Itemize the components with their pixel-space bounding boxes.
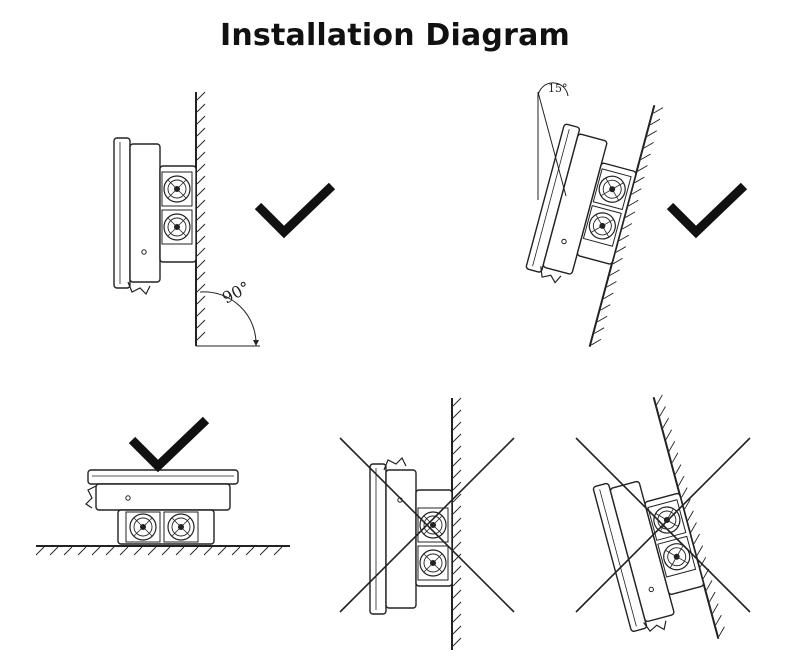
- angle-label-90: 90°: [219, 277, 253, 307]
- floor-hatching: [35, 546, 283, 556]
- device: [523, 122, 645, 297]
- panel-tilted-wall-incorrect: [575, 394, 751, 639]
- wall-hatching: [656, 394, 725, 637]
- wall-hatching: [452, 397, 462, 647]
- check-mark: [132, 420, 206, 466]
- panel-vertical-wall-incorrect: [339, 397, 515, 650]
- wall-hatching: [590, 107, 664, 346]
- device: [113, 137, 197, 295]
- angle-arc: [537, 82, 569, 101]
- panel-horizontal-floor: [35, 420, 290, 556]
- angle-label-15: 15°: [548, 82, 568, 95]
- panel-tilted-wall: 15°: [523, 82, 744, 347]
- device: [592, 465, 714, 639]
- device: [85, 469, 239, 545]
- cross-line-2: [339, 437, 515, 613]
- cross-line-2: [575, 437, 751, 613]
- check-mark: [258, 186, 332, 232]
- angle-arc: [199, 291, 257, 347]
- angle-tilt-line: [537, 91, 567, 197]
- page-title: Installation Diagram: [219, 18, 570, 53]
- panel-vertical-wall: 90°: [113, 91, 332, 347]
- wall-hatching: [196, 91, 206, 341]
- check-mark: [670, 186, 744, 232]
